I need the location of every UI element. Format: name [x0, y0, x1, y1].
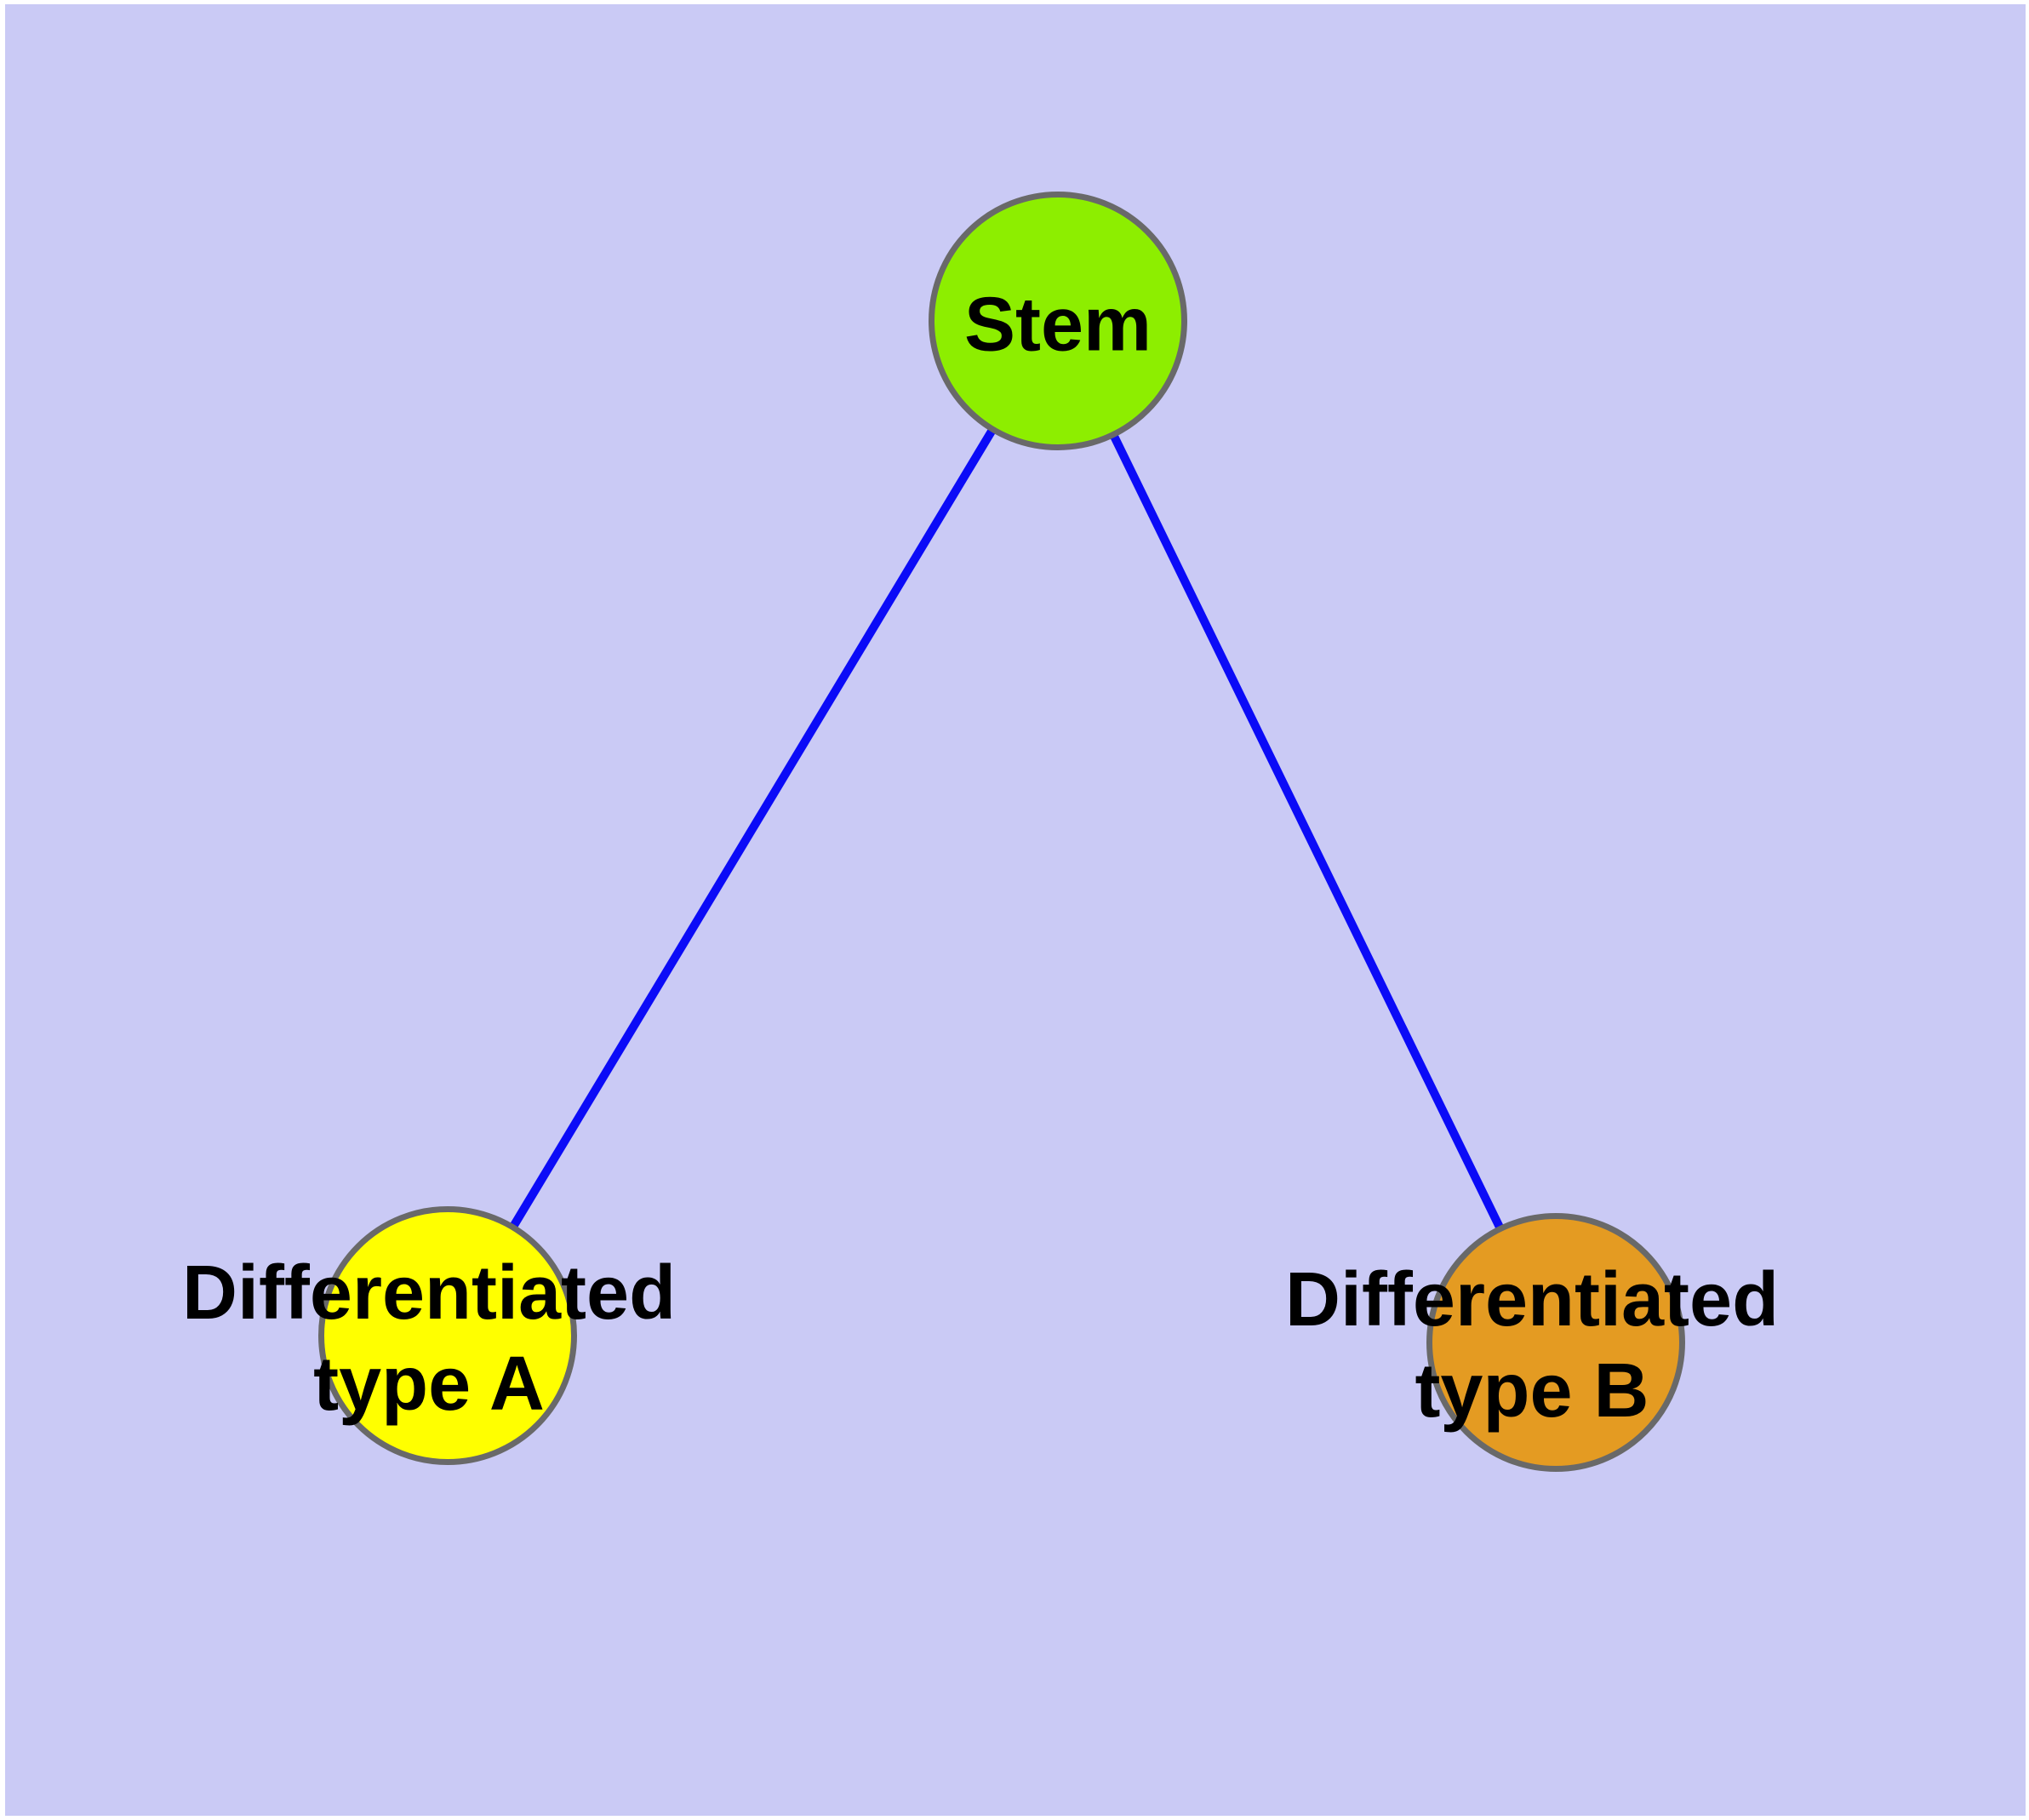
edge-stem-to-type-b	[1054, 318, 1560, 1345]
node-differentiated-type-b[interactable]	[1426, 1213, 1685, 1472]
edges-layer	[443, 318, 1560, 1345]
node-stem[interactable]	[929, 192, 1187, 450]
diagram-canvas: Stem Differentiated type A Differentiate…	[5, 4, 2026, 1816]
edge-stem-to-type-a	[443, 318, 1062, 1338]
node-differentiated-type-a[interactable]	[318, 1206, 577, 1465]
